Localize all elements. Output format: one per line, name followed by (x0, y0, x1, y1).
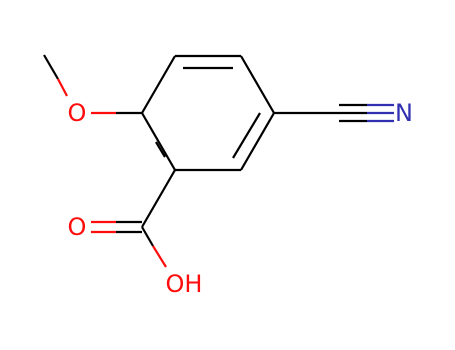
benzene-ring (141, 54, 275, 172)
ring-to-carboxyl-bond (141, 169, 176, 228)
methoxy-oxygen-label: O (68, 99, 87, 127)
ring-bond-c3-c4-inner (232, 112, 261, 159)
carboxyl-to-hydroxyl-bond-black (141, 226, 154, 247)
methyl-oxygen-bond (57, 78, 68, 97)
ring-bond-c3-c4 (240, 112, 275, 171)
methyl-bond (43, 54, 59, 80)
nitrile-group: N (274, 99, 413, 127)
ring-bond-c6-c1 (141, 55, 176, 114)
nitrile-nitrogen-label: N (395, 99, 413, 127)
ring-bond-c2-c3 (240, 55, 275, 114)
methoxy-group: O (43, 54, 142, 127)
hydroxyl-label: OH (166, 270, 203, 298)
carboxyl-to-hydroxyl-bond-red (152, 245, 167, 268)
carboxylic-acid-group: O OH (68, 169, 203, 298)
carbonyl-oxygen-label: O (68, 213, 87, 241)
ring-bond-c5-c6 (141, 112, 176, 171)
ring-bond-c5-c6-inner (155, 141, 166, 158)
